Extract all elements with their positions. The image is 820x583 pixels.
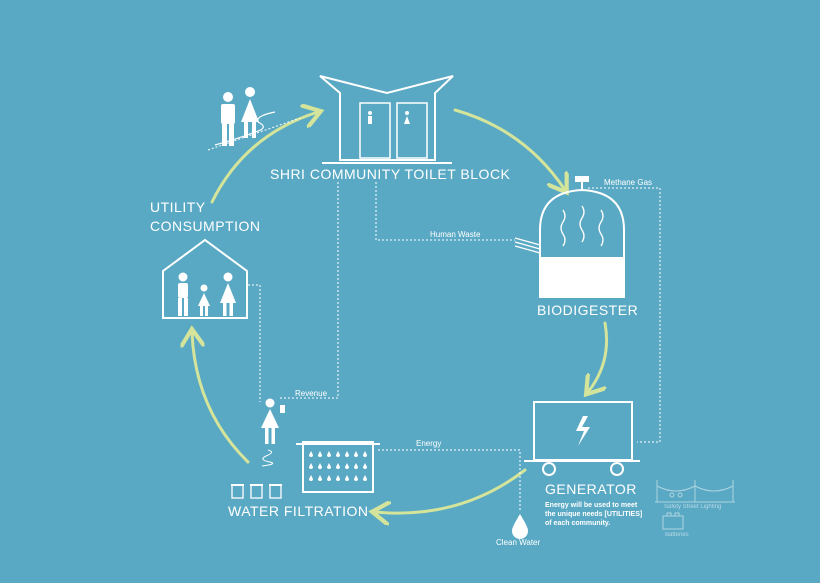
revenue-label: Revenue [295,389,328,398]
water-drops-grid [309,451,367,481]
squiggle-water [261,449,274,467]
human-waste-line [375,182,515,241]
toilet-block-icon [319,75,454,164]
generator-note-line-2: the unique needs [UTILITIES] [545,511,643,518]
water-filtration-icon [296,441,380,493]
human-waste-label: Human Waste [430,230,481,239]
biodigester-icon [514,176,625,298]
restroom-sign-icons [368,111,410,124]
biodigester-label: BIODIGESTER [537,302,639,318]
generator-label: GENERATOR [545,481,637,497]
water-jugs-icon [231,484,282,499]
clean-water-drop-icon [512,514,528,539]
arrow-house-to-toilet [210,112,318,204]
flow-lines [207,117,661,510]
walking-people-icon [221,87,259,146]
generator-icon [524,401,640,476]
clean-water-label: Clean Water [496,538,541,547]
arrow-filtration-to-house [192,332,250,464]
utility-consumption-label-2: CONSUMPTION [150,218,261,234]
cycle-arrows [192,108,609,513]
arrow-toilet-to-biodigester [453,108,565,190]
battery-icon [662,512,684,530]
toilet-block-label: SHRI COMMUNITY TOILET BLOCK [270,166,511,182]
utility-consumption-label-1: UTILITY [150,199,206,215]
revenue-line [278,182,339,399]
walkway-path [214,111,276,146]
generator-note-line-3: of each community. [545,520,611,527]
generator-note-line-1: Energy will be used to meet [545,502,638,509]
family-icon [178,272,236,316]
house-to-woman-line [248,284,261,402]
arrow-generator-to-filtration [375,468,527,513]
gas-waves-icon [560,205,604,247]
energy-label: Energy [416,439,442,448]
batteries-label: Batteries [665,532,689,538]
arrow-biodigester-to-generator [588,321,609,392]
house-icon [162,238,248,319]
street-lighting-icon [655,480,735,503]
street-lighting-label: Safety Street Lighting [664,504,722,510]
water-filtration-label: WATER FILTRATION [228,503,369,519]
woman-with-water-icon [261,398,285,444]
methane-line [588,187,661,443]
methane-gas-label: Methane Gas [604,178,653,187]
